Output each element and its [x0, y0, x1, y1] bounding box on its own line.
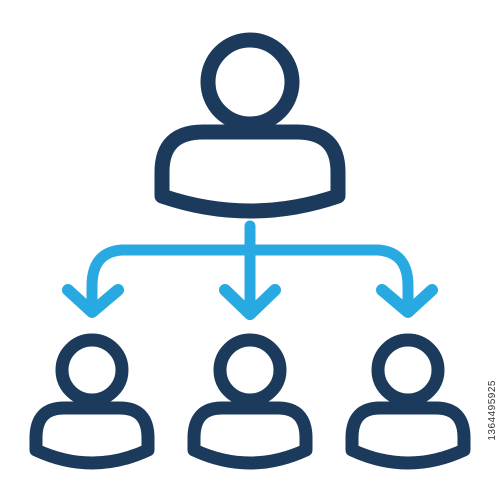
distribution-arrows	[62, 220, 438, 320]
arrowhead-left-icon	[62, 284, 124, 318]
leader-body	[154, 124, 346, 219]
arrowhead-right-icon	[376, 284, 438, 318]
stock-id-label: 1364495925	[487, 380, 498, 441]
member-right-head	[371, 333, 445, 407]
leader-head	[200, 32, 300, 132]
team-member-center-icon	[187, 333, 313, 470]
leader-person-icon	[154, 32, 346, 219]
team-member-right-icon	[345, 333, 471, 470]
team-member-left-icon	[29, 333, 155, 470]
member-center-body	[187, 401, 313, 470]
member-right-body	[345, 401, 471, 470]
member-center-head	[213, 333, 287, 407]
left-curve	[86, 244, 128, 306]
member-left-body	[29, 401, 155, 470]
member-left-head	[55, 333, 129, 407]
right-curve	[372, 244, 414, 306]
arrowhead-center-icon	[219, 284, 281, 320]
